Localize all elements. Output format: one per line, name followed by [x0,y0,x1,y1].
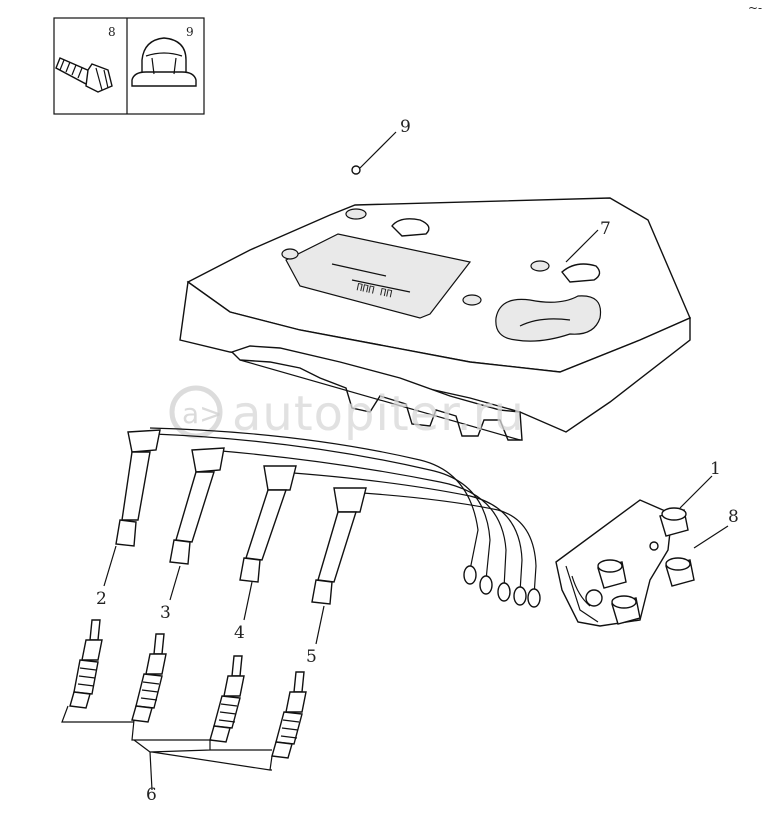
spark-plug-1 [69,619,103,709]
inset-label-8: 8 [108,25,116,39]
callout-1: 1 [710,459,721,479]
inset-box: 8 9 [53,17,205,115]
plug-boot-4 [239,465,297,583]
callout-8: 8 [728,507,739,527]
spark-plug-bracket [61,705,273,791]
engine-cover: ΠΠΠ ΠΠ [179,197,691,441]
ignition-leads [149,427,541,608]
callout-9: 9 [400,117,411,137]
spark-plug-2 [131,633,167,723]
ignition-coil [555,499,695,627]
plug-boot-2 [115,429,161,547]
callout-6: 6 [146,785,157,805]
callout-3: 3 [160,603,171,623]
watermark-text: autopiter.ru [232,386,525,442]
callout-7: 7 [600,219,611,239]
svg-text:a>: a> [182,397,223,430]
spark-plug-4 [271,671,307,759]
callout-4: 4 [234,623,245,643]
spark-plug-3 [209,655,245,743]
plug-boot-3 [169,447,225,565]
corner-mark: ~- [748,1,762,15]
callouts: 9 7 1 8 2 3 4 5 6 [96,117,739,805]
callout-5: 5 [306,647,317,667]
watermark: a> autopiter.ru [169,385,525,442]
plug-boot-5 [311,487,367,605]
bolt-icon [55,57,113,93]
inset-label-9: 9 [186,25,194,39]
callout-2: 2 [96,589,107,609]
grommet-icon [131,37,197,87]
